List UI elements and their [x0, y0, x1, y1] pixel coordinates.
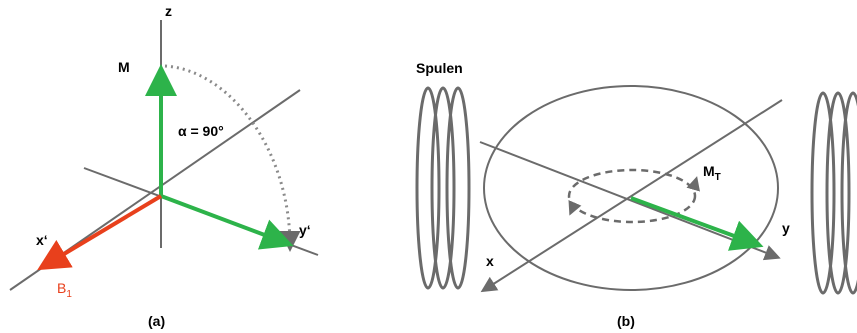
panel-b: Spulen MT x y (b) [415, 60, 857, 329]
right-coils [810, 91, 857, 295]
caption-b: (b) [617, 313, 635, 329]
left-coil-3 [445, 86, 471, 290]
mt-vector-arrow [630, 196, 764, 251]
precession-path [567, 168, 697, 224]
b1-vector-arrow [37, 194, 163, 271]
y-prime-label: y‘ [299, 222, 311, 238]
right-coil-2 [825, 91, 851, 295]
mt-label-main: M [703, 163, 715, 179]
x-prime-label: x‘ [36, 232, 48, 248]
mt-label: MT [703, 163, 721, 183]
left-coil-2 [430, 86, 456, 290]
sample-ring [483, 85, 779, 291]
x-axis-b [480, 99, 783, 293]
precession-arrow-right [686, 176, 700, 192]
y-prime-vector-arrow [160, 194, 294, 250]
y-axis-b [479, 141, 781, 261]
z-axis-label: z [165, 3, 172, 19]
left-coil-1 [415, 86, 441, 290]
mt-label-subscript: T [715, 172, 721, 183]
right-coil-3 [840, 91, 857, 295]
left-coils [415, 86, 471, 290]
coils-label: Spulen [416, 60, 463, 76]
precession-arrow-left [568, 200, 582, 216]
b1-label-main: B [57, 280, 66, 296]
panel-a: z M α = 90° x‘ y‘ B1 (a) [9, 3, 319, 329]
angle-label: α = 90° [178, 123, 224, 139]
x-axis-label-b: x [486, 253, 494, 269]
right-coil-1 [810, 91, 836, 295]
b1-label: B1 [57, 280, 72, 300]
b1-label-subscript: 1 [66, 289, 72, 300]
y-axis-label-b: y [782, 220, 790, 236]
caption-a: (a) [148, 313, 165, 329]
m-label: M [118, 59, 130, 75]
rotation-arc [164, 64, 301, 252]
